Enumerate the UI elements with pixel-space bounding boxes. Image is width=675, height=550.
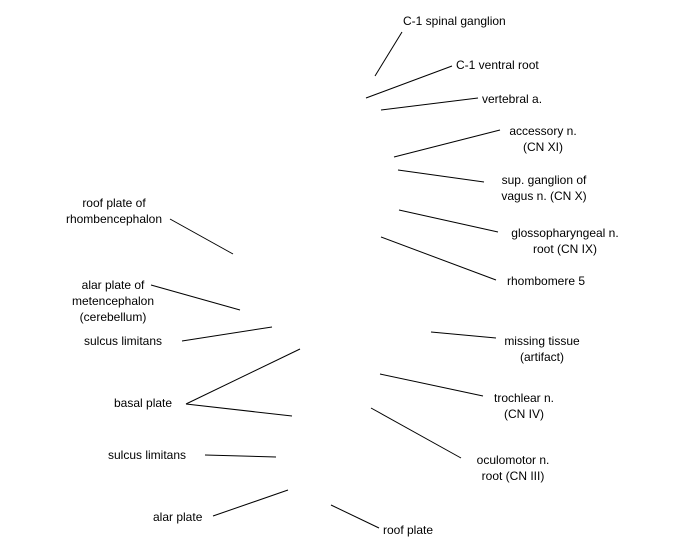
leader-sulcus-limitans-upper xyxy=(181,326,273,342)
label-trochlear-n-line1: trochlear n. xyxy=(493,391,555,405)
label-alar-plate-metenc-line2: metencephalon xyxy=(71,294,155,308)
label-sup-ganglion-vagus-line1: sup. ganglion of xyxy=(501,173,587,187)
label-alar-plate-lower: alar plate xyxy=(153,510,203,524)
label-accessory-n-line1: accessory n. xyxy=(509,124,577,138)
label-glossopharyngeal: glossopharyngeal n. root (CN IX) xyxy=(499,225,631,257)
leader-roof-plate-bottom xyxy=(330,504,380,529)
label-oculomotor-n-line2: root (CN III) xyxy=(481,469,545,483)
leader-sulcus-limitans-lower xyxy=(204,454,277,458)
label-missing-tissue: missing tissue (artifact) xyxy=(498,333,586,365)
label-rhombomere-5: rhombomere 5 xyxy=(507,274,586,288)
label-c1-ventral-root: C-1 ventral root xyxy=(456,58,539,72)
leader-sup-ganglion-vagus xyxy=(397,169,485,183)
label-oculomotor-n-line1: oculomotor n. xyxy=(476,453,550,467)
label-alar-plate-metenc: alar plate of metencephalon (cerebellum) xyxy=(64,277,162,325)
leader-basal-plate-upper xyxy=(185,348,301,405)
label-roof-plate-rhomb-line1: roof plate of xyxy=(82,196,146,210)
label-basal-plate: basal plate xyxy=(114,396,173,410)
leader-c1-spinal-ganglion xyxy=(374,31,403,77)
label-sup-ganglion-vagus: sup. ganglion of vagus n. (CN X) xyxy=(489,172,599,204)
label-accessory-n: accessory n. (CN XI) xyxy=(503,123,583,155)
label-accessory-n-line2: (CN XI) xyxy=(523,140,563,154)
leader-trochlear-n xyxy=(379,373,484,397)
label-missing-tissue-line1: missing tissue xyxy=(504,334,580,348)
leader-missing-tissue xyxy=(430,331,497,339)
label-trochlear-n-line2: (CN IV) xyxy=(504,407,544,421)
label-roof-plate-rhomb-line2: rhombencephalon xyxy=(65,212,163,226)
leader-basal-plate-lower xyxy=(185,403,293,417)
leader-roof-plate-rhomb xyxy=(169,218,234,255)
label-sulcus-limitans-upper: sulcus limitans xyxy=(84,334,163,348)
label-glossopharyngeal-line2: root (CN IX) xyxy=(532,242,597,256)
leader-alar-plate-metenc xyxy=(150,284,241,311)
label-oculomotor-n: oculomotor n. root (CN III) xyxy=(466,452,560,484)
leader-glossopharyngeal xyxy=(398,209,499,233)
label-missing-tissue-line2: (artifact) xyxy=(519,350,564,364)
label-alar-plate-metenc-line3: (cerebellum) xyxy=(79,310,147,324)
leader-c1-ventral-root xyxy=(365,65,453,99)
label-glossopharyngeal-line1: glossopharyngeal n. xyxy=(511,226,619,240)
label-sulcus-limitans-lower: sulcus limitans xyxy=(108,448,187,462)
label-vertebral-a: vertebral a. xyxy=(482,92,543,106)
leader-accessory-n xyxy=(393,129,501,158)
leader-oculomotor-n xyxy=(370,407,462,459)
label-c1-spinal-ganglion: C-1 spinal ganglion xyxy=(403,14,506,28)
label-alar-plate-metenc-line1: alar plate of xyxy=(81,278,145,292)
label-sup-ganglion-vagus-line2: vagus n. (CN X) xyxy=(501,189,587,203)
leader-alar-plate-lower xyxy=(212,489,289,517)
label-trochlear-n: trochlear n. (CN IV) xyxy=(485,390,563,422)
leader-vertebral-a xyxy=(380,97,479,111)
label-roof-plate-rhomb: roof plate of rhombencephalon xyxy=(56,195,172,227)
leader-rhombomere-5 xyxy=(380,236,497,281)
label-roof-plate-bottom: roof plate xyxy=(383,523,434,537)
